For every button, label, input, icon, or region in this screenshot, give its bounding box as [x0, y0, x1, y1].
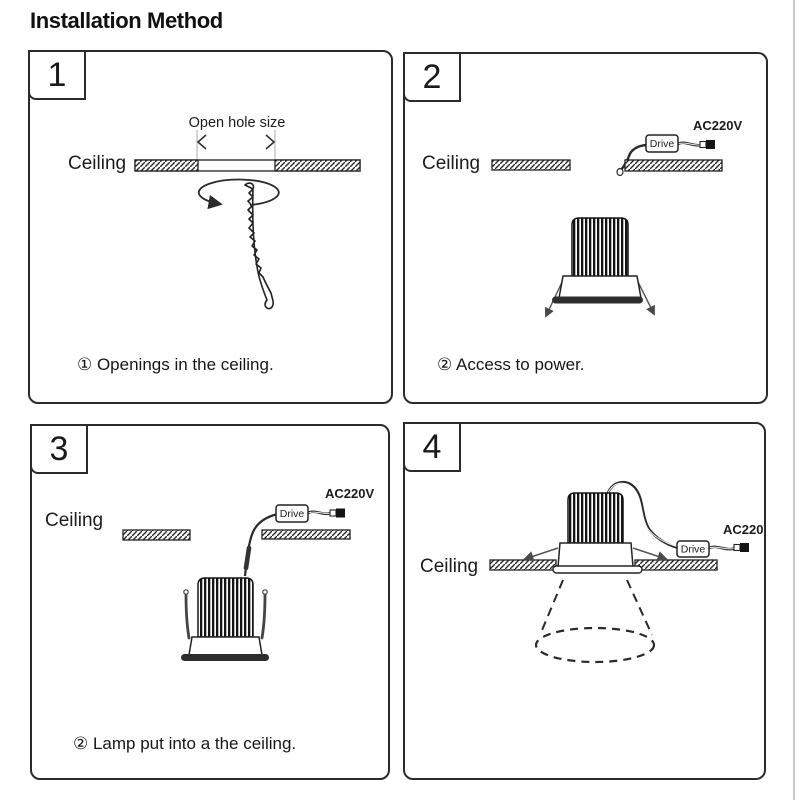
- ceiling-hatch-left: [489, 559, 557, 571]
- ac220v-label: AC220V: [693, 118, 742, 133]
- downlight-lamp-installed: [523, 492, 668, 574]
- panel-step-4: AC220V Ceiling Drive: [403, 422, 766, 780]
- step1-caption: ① Openings in the ceiling.: [77, 355, 274, 374]
- ceiling-hatch-right: [274, 159, 361, 172]
- plug-pin: [699, 140, 707, 149]
- ceiling-label: Ceiling: [420, 556, 478, 577]
- driver-box: [676, 540, 710, 558]
- panel-step-3: AC220V Drive Ceiling: [30, 424, 390, 780]
- ceiling-hatch-left: [491, 159, 571, 171]
- driver-box: [275, 504, 309, 523]
- ceiling-hatch-right: [634, 559, 718, 571]
- heatsink-fins: [567, 492, 624, 544]
- driver-label: Drive: [681, 544, 706, 556]
- lamp-body: [558, 275, 642, 299]
- plug-pin: [329, 509, 337, 517]
- spring-clip-left-tip: [183, 589, 189, 595]
- spring-clip-right: [632, 547, 668, 562]
- open-hole-size-label: Open hole size: [189, 115, 286, 131]
- ceiling-label: Ceiling: [68, 153, 126, 174]
- panel-step-2: AC220V Drive Ceiling 2: [403, 52, 768, 404]
- step-number-1: 1: [28, 50, 86, 100]
- trim-ring: [552, 565, 643, 574]
- rotation-arrow: [197, 178, 280, 210]
- driver-box: [645, 134, 679, 153]
- downlight-lamp: [181, 577, 269, 661]
- wire-sleeve: [243, 545, 252, 571]
- saw-blade: [244, 182, 274, 310]
- step-number-3: 3: [30, 424, 88, 474]
- dim-chevron-left: [196, 134, 207, 150]
- step2-caption: ② Access to power.: [437, 355, 585, 374]
- trim-ring: [552, 296, 643, 304]
- spring-clip-right-tip: [262, 589, 268, 595]
- power-plug: [706, 140, 715, 149]
- lamp-wire: [243, 512, 279, 577]
- plug-pin: [733, 543, 741, 552]
- step-number-4: 4: [403, 422, 461, 472]
- beam-spot: [534, 626, 656, 664]
- lamp-body: [557, 542, 634, 568]
- power-plug: [336, 508, 345, 518]
- wire-split-line: [677, 142, 702, 146]
- ceiling-hatch-left: [134, 159, 199, 172]
- driver-label: Drive: [280, 508, 305, 520]
- heatsink-fins: [571, 217, 629, 278]
- lamp-body: [188, 636, 263, 656]
- ceiling-hatch-right: [624, 159, 723, 172]
- step1-diagram: Open hole size Ceiling: [68, 115, 361, 310]
- power-plug: [740, 543, 749, 552]
- heatsink-fins: [197, 577, 254, 638]
- step4-diagram: AC220V Ceiling Drive: [420, 480, 764, 664]
- wire-split-line: [607, 482, 679, 548]
- page-title: Installation Method: [30, 8, 223, 33]
- step-number-1-text: 1: [47, 55, 67, 94]
- ac220v-label: AC220V: [325, 486, 374, 501]
- downlight-lamp: [544, 217, 655, 318]
- ac220v-label: AC220V: [723, 522, 764, 537]
- image-edge-line: [793, 0, 795, 800]
- spring-clip-right: [636, 279, 655, 316]
- driver-label: Drive: [650, 138, 675, 150]
- wire-connector-tip: [616, 167, 624, 177]
- step-number-2: 2: [403, 52, 461, 102]
- beam-edge-left: [539, 579, 564, 636]
- panel-step-1: Open hole size Ceiling 1 ① Openings in t…: [28, 50, 393, 404]
- spring-clip-right: [260, 592, 267, 640]
- ceiling-label: Ceiling: [45, 510, 103, 531]
- step3-diagram: AC220V Drive Ceiling: [45, 486, 374, 661]
- trim-ring: [181, 654, 269, 661]
- step-number-3-text: 3: [49, 429, 69, 468]
- spring-clip-left: [184, 592, 191, 640]
- spring-clip-left: [523, 547, 559, 562]
- beam-edge-right: [626, 579, 653, 636]
- step-number-2-text: 2: [422, 57, 442, 96]
- step3-caption: ② Lamp put into a the ceiling.: [73, 734, 297, 753]
- driver-input-wire: [620, 143, 647, 171]
- step2-diagram: AC220V Drive Ceiling: [422, 118, 742, 318]
- light-beam: [534, 579, 656, 664]
- ceiling-hatch-right: [261, 529, 351, 540]
- dim-chevron-right: [265, 134, 276, 150]
- step-number-4-text: 4: [422, 427, 442, 466]
- ceiling-hatch-left: [122, 529, 191, 541]
- ceiling-label: Ceiling: [422, 153, 480, 174]
- wire-split-line: [307, 511, 332, 514]
